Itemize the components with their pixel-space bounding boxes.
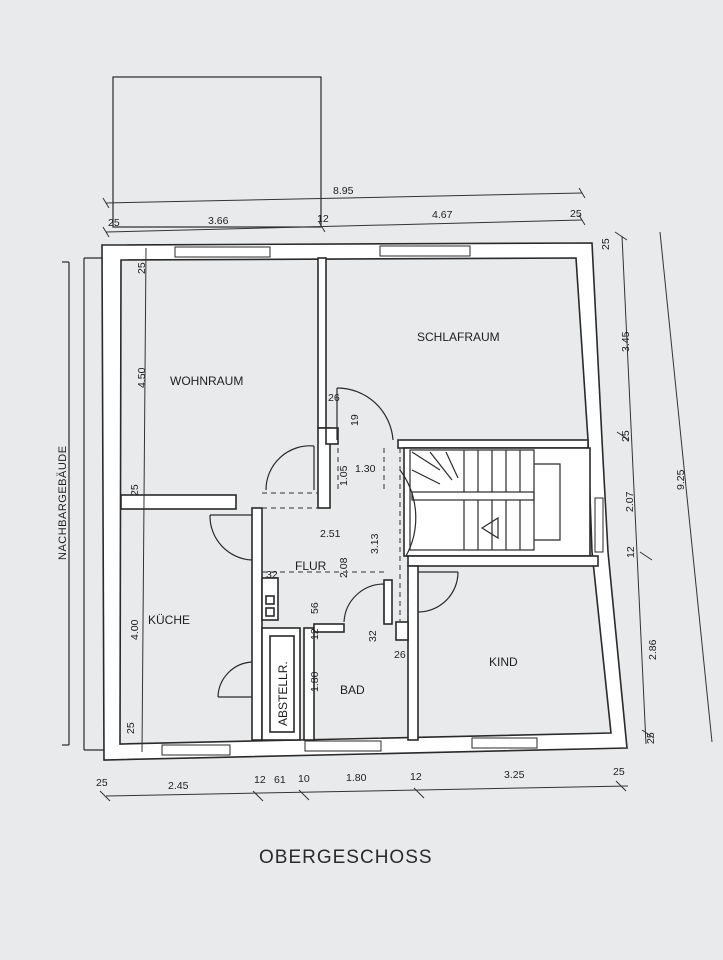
dim-in-12: 12	[309, 628, 321, 640]
room-label-bad: BAD	[340, 683, 365, 697]
dim-in-180: 1.80	[309, 671, 321, 692]
dim-left-a: 25	[136, 262, 148, 274]
dim-bot-f: 1.80	[346, 772, 367, 784]
dim-in-56: 56	[309, 602, 321, 614]
room-label-kueche: KÜCHE	[148, 613, 190, 627]
dashed-lines	[262, 448, 409, 622]
outer-walls	[101, 242, 628, 761]
dim-right-f: 2.86	[647, 639, 659, 660]
dim-right-e: 12	[625, 546, 637, 558]
dim-in-26b: 26	[394, 649, 406, 661]
room-label-abstellraum: ABSTELLR.	[276, 661, 290, 726]
dim-left-e: 25	[125, 722, 137, 734]
dim-in-251: 2.51	[320, 528, 341, 540]
dim-bot-g: 12	[410, 771, 422, 783]
dim-right-a: 25	[600, 238, 612, 250]
dim-bot-a: 25	[96, 777, 108, 789]
doors	[209, 387, 459, 698]
dim-top-b: 3.66	[208, 215, 229, 227]
dim-top-total: 8.95	[333, 185, 354, 197]
dim-right-d: 2.07	[624, 491, 636, 512]
dim-left-c: 25	[129, 484, 141, 496]
dim-bot-c: 12	[254, 774, 266, 786]
dim-in-26a: 26	[328, 392, 340, 404]
dim-right-b: 3.45	[620, 331, 632, 352]
dim-in-208: 2.08	[338, 557, 350, 578]
dim-top-c: 12	[317, 213, 329, 225]
dim-bot-i: 25	[613, 766, 625, 778]
dim-right-c: 25	[620, 430, 632, 442]
neighbor-building-label: NACHBARGEBÄUDE	[57, 445, 69, 560]
dim-in-19: 19	[349, 414, 361, 426]
room-label-schlafraum: SCHLAFRAUM	[417, 330, 500, 344]
dim-left-b: 4.50	[136, 367, 148, 388]
room-label-kind: KIND	[489, 655, 518, 669]
room-label-wohnraum: WOHNRAUM	[170, 374, 243, 388]
windows	[161, 245, 604, 756]
dim-top-e: 25	[570, 208, 582, 220]
plan-title: OBERGESCHOSS	[259, 847, 433, 868]
neighbor-building	[62, 257, 104, 751]
dim-in-32b: 32	[367, 630, 379, 642]
dim-left-d: 4.00	[129, 619, 141, 640]
dim-in-32a: 32	[266, 569, 278, 581]
dim-bot-d: 61	[274, 774, 286, 786]
dim-in-313: 3.13	[369, 533, 381, 554]
dim-bot-b: 2.45	[168, 780, 189, 792]
dim-bot-e: 10	[298, 773, 310, 785]
dim-in-105: 1.05	[338, 465, 350, 486]
dim-top-d: 4.67	[432, 209, 453, 221]
dimension-lines	[99, 187, 713, 802]
dim-right-g: 25	[645, 732, 657, 744]
room-label-flur: FLUR	[295, 559, 327, 573]
dim-in-130: 1.30	[355, 463, 376, 475]
balcony-outline	[112, 76, 322, 228]
dim-top-a: 25	[108, 217, 120, 229]
dim-bot-h: 3.25	[504, 769, 525, 781]
staircase	[409, 449, 561, 551]
dim-right-total: 9.25	[675, 469, 687, 490]
